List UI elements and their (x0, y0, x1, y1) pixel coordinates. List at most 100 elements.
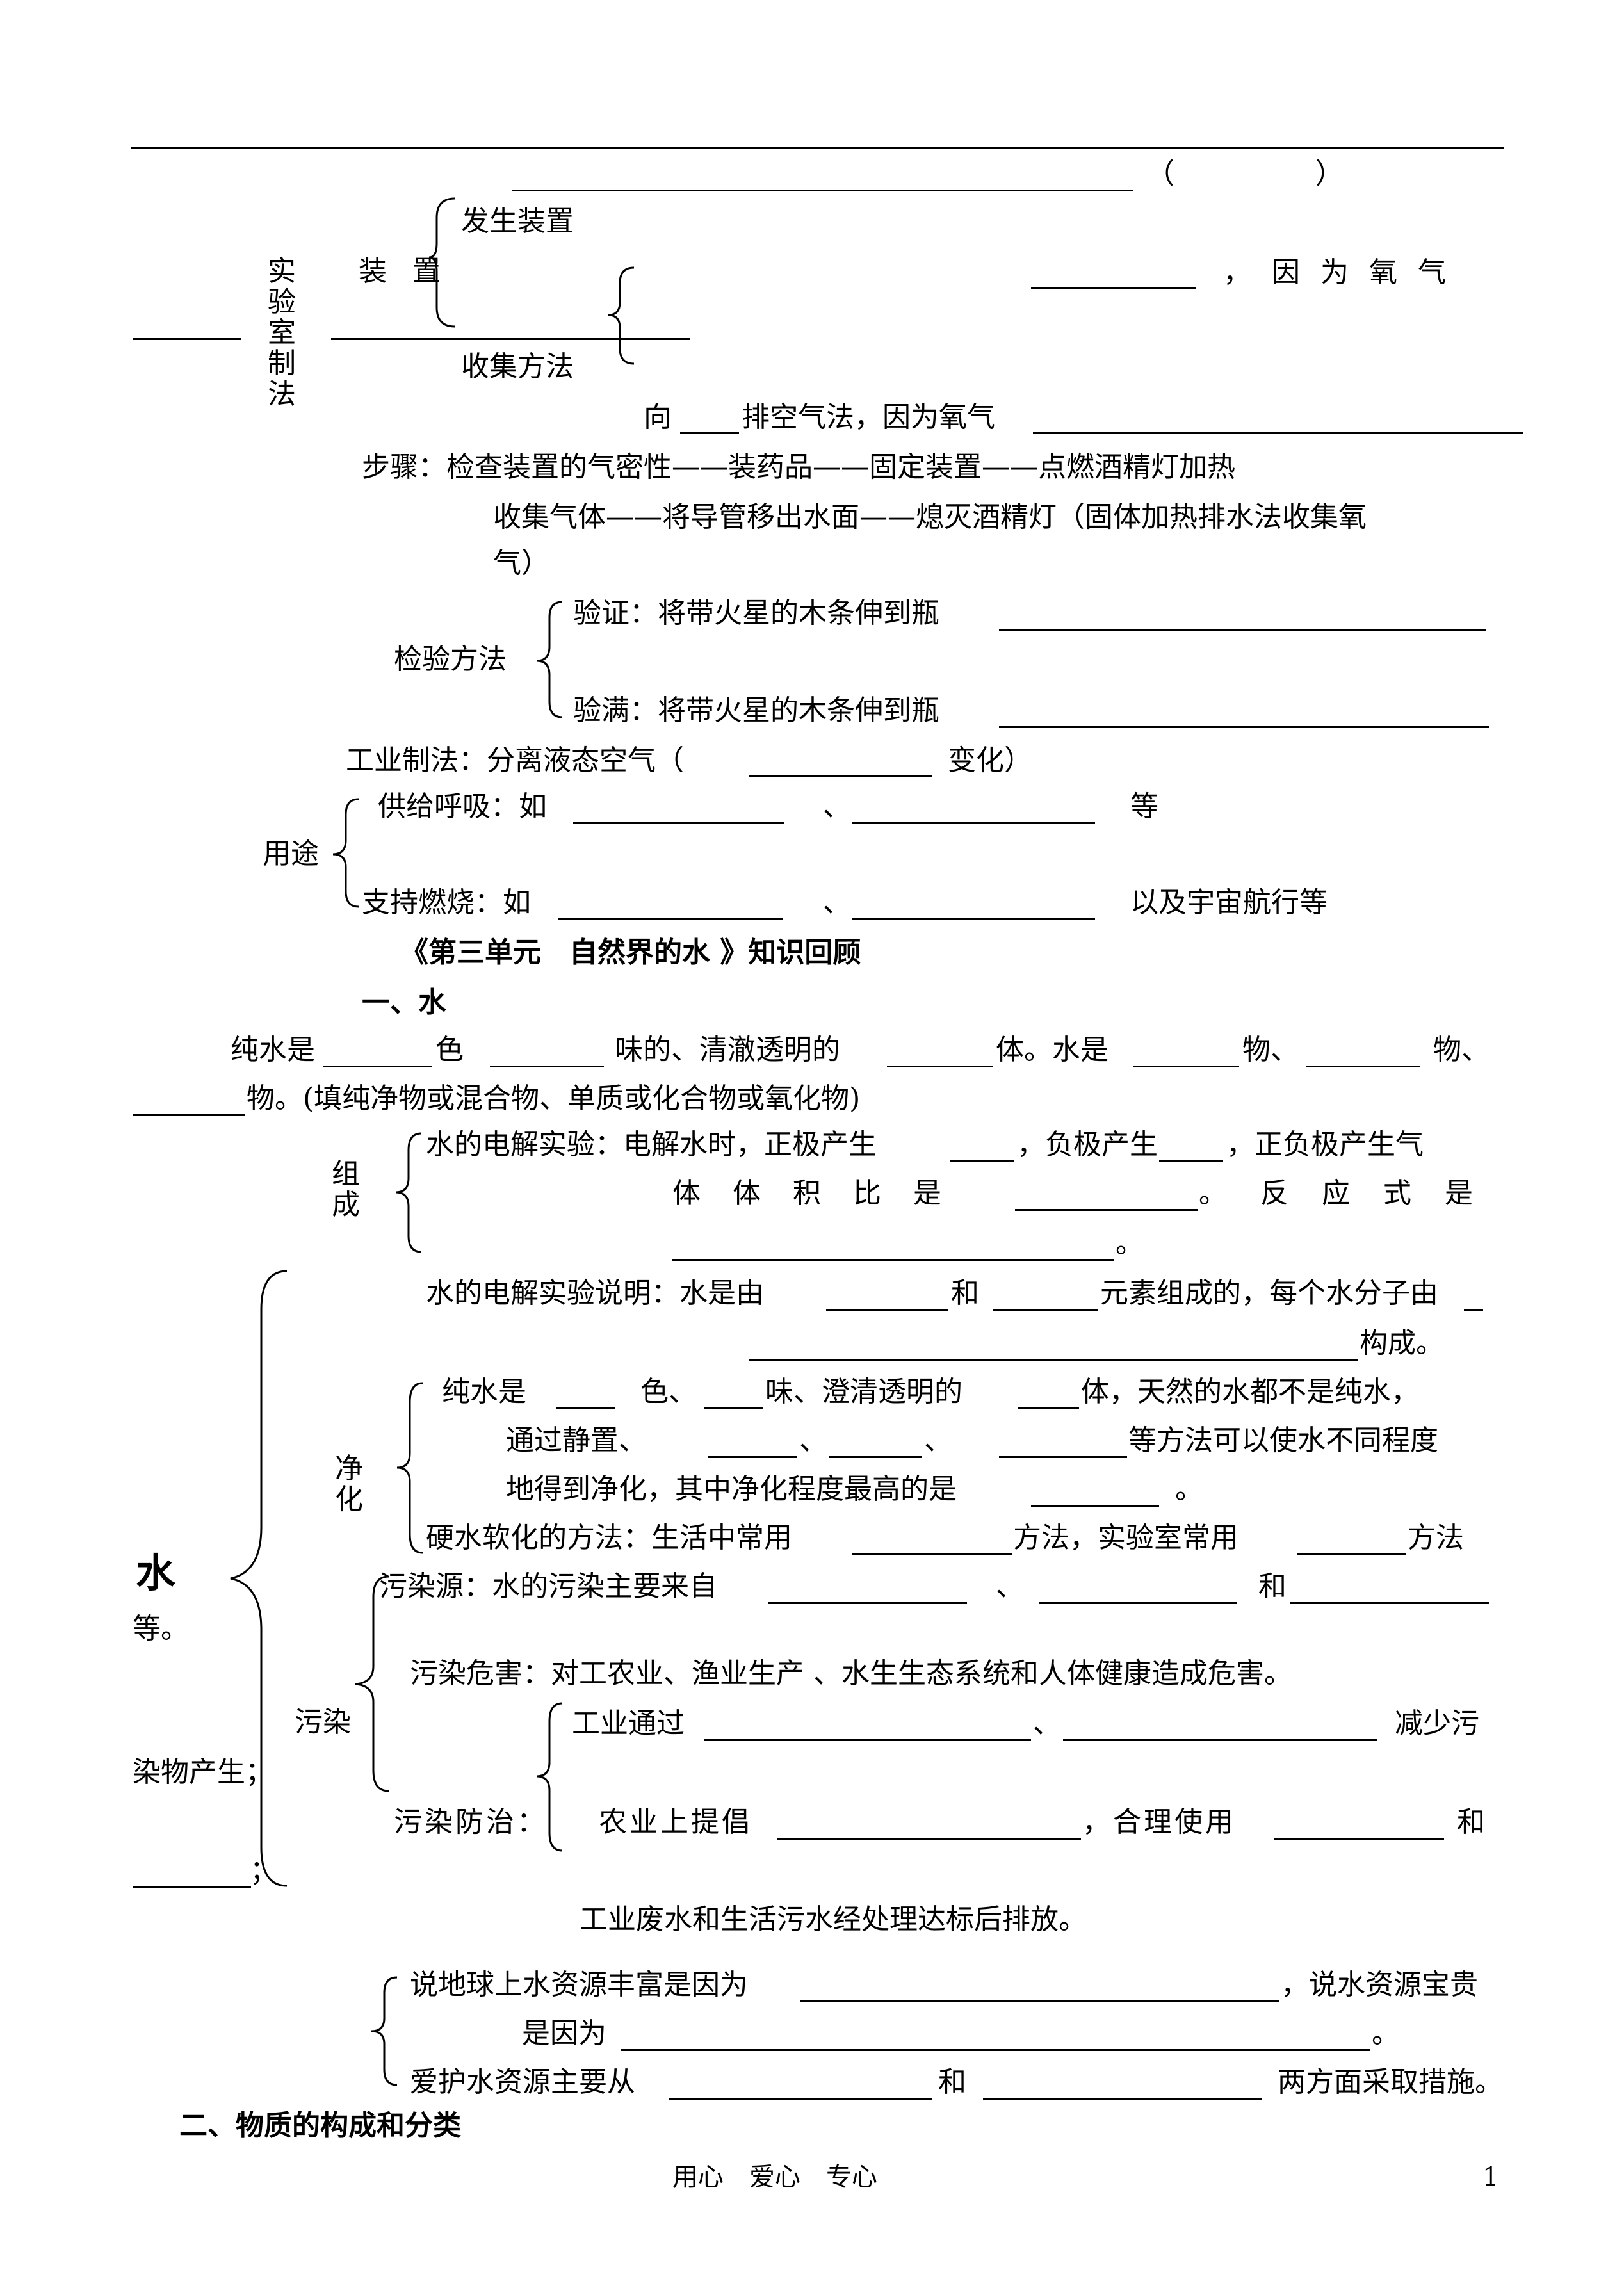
blank-line (704, 1739, 1031, 1741)
footer-motto: 用心 爱心 专心 (672, 2162, 877, 2192)
air-method-prefix: 向 (644, 401, 672, 434)
full-check-text: 验满：将带火星的木条伸到瓶 (573, 694, 939, 727)
unit-title: 《第三单元 自然界的水 》知识回顾 (400, 936, 861, 969)
collection-brace (608, 266, 635, 365)
steps-line-1: 步骤：检查装置的气密性——装药品——固定装置——点燃酒精灯加热 (362, 451, 1235, 483)
blank-line (704, 1407, 763, 1409)
pure-water-text: 色 (435, 1034, 464, 1066)
industry-control: 、 (1033, 1707, 1061, 1740)
resources-text: 爱护水资源主要从 (410, 2066, 635, 2098)
blank-line (749, 775, 932, 777)
blank-line (768, 1602, 967, 1604)
composition-label: 组成 (332, 1158, 360, 1221)
steps-line-3: 气） (493, 547, 549, 580)
blank-line (1306, 1066, 1420, 1067)
uses-label: 用途 (263, 838, 319, 870)
blank-line (1133, 1066, 1239, 1067)
wastewater-text: 工业废水和生活污水经处理达标后排放。 (580, 1903, 1087, 1936)
blank-line (1015, 1209, 1198, 1211)
blank-line (887, 1066, 993, 1067)
test-brace (536, 601, 563, 718)
water-brace (230, 1270, 288, 1887)
blank-line (708, 1456, 797, 1458)
breathing-text: 供给呼吸：如 (378, 790, 547, 823)
resources-text: 。 (1372, 2017, 1400, 2050)
electrolysis-text: 。反应式是 (1199, 1177, 1506, 1210)
blank-line (133, 1114, 245, 1116)
blank-line (829, 1456, 922, 1458)
purify-text: 方法，实验室常用 (1013, 1521, 1238, 1554)
purify-brace (396, 1382, 423, 1554)
comma-sep: 、 (823, 790, 851, 823)
pollution-harm: 污染危害：对工农业、渔业生产 、水生生态系统和人体健康造成危害。 (410, 1657, 1292, 1690)
header-rule (131, 147, 1504, 149)
blank-line (999, 726, 1489, 728)
blank-line (826, 1309, 948, 1311)
verify-text: 验证：将带火星的木条伸到瓶 (573, 597, 939, 629)
pure-water-text: 物。(填纯净物或混合物、单质或化合物或氧化物) (247, 1082, 861, 1115)
electrolysis-text: 和 (951, 1277, 979, 1310)
section-matter-heading: 二、物质的构成和分类 (179, 2109, 461, 2142)
blank-line (490, 1066, 604, 1067)
purify-text: 、 (924, 1424, 952, 1457)
purify-text: 体，天然的水都不是纯水， (1081, 1375, 1419, 1408)
blank-line (1031, 1505, 1159, 1507)
blank-line (680, 432, 739, 434)
purify-text: 硬水软化的方法：生活中常用 (426, 1521, 792, 1554)
combustion-text: 支持燃烧：如 (362, 886, 531, 919)
blank-line (777, 1838, 1081, 1840)
blank-line (1464, 1309, 1483, 1311)
blank-line (999, 629, 1486, 631)
blank-line (1033, 432, 1523, 434)
pollution-label: 污染 (295, 1706, 351, 1739)
left-margin-text: 染物产生； (133, 1756, 273, 1788)
blank-line (983, 2098, 1262, 2100)
blank-line (1274, 1838, 1444, 1840)
blank-line (749, 1359, 1358, 1361)
section-water-heading: 一、水 (362, 986, 446, 1019)
blank-line (672, 1259, 1114, 1261)
blank-line (852, 1553, 1012, 1555)
generator-brace (428, 197, 455, 328)
electrolysis-text: 水的电解实验：电解水时，正极产生 (426, 1128, 877, 1161)
electrolysis-text: 体体积比是 (672, 1177, 973, 1210)
steps-line-2: 收集气体——将导管移出水面——熄灭酒精灯（固体加热排水法收集氧 (493, 501, 1367, 533)
air-method-text: 排空气法，因为氧气 (742, 401, 995, 434)
blank-line (1297, 1553, 1406, 1555)
test-method-label: 检验方法 (394, 643, 507, 676)
etc-text: 等 (1130, 790, 1158, 823)
resources-text: 是因为 (522, 2017, 606, 2050)
control-label: 污染防治： (394, 1806, 548, 1838)
generator-label: 发生装置 (461, 205, 574, 238)
pollution-brace (355, 1575, 389, 1792)
blank-line (556, 1407, 615, 1409)
pollution-source: 、 (996, 1570, 1024, 1603)
resources-brace (371, 1976, 398, 2086)
left-margin-text: ； (250, 1854, 278, 1887)
blank-line (331, 338, 690, 340)
purify-text: 。 (1175, 1473, 1203, 1505)
blank-line (1159, 1160, 1223, 1162)
blank-line (558, 918, 783, 920)
blank-line (621, 2049, 1370, 2051)
agriculture-control: 农业上提倡 (599, 1806, 752, 1838)
etc-text: 等。 (133, 1612, 189, 1645)
blank-line (999, 1456, 1127, 1458)
purify-text: 色、 (640, 1375, 697, 1408)
pure-water-text: 物、 (1242, 1034, 1299, 1066)
blank-line (512, 190, 1133, 191)
resources-text: 说地球上水资源丰富是因为 (410, 1968, 748, 2001)
purify-text: 味、澄清透明的 (765, 1375, 962, 1408)
purify-label: 净化 (335, 1452, 363, 1516)
pollution-source: 污染源：水的污染主要来自 (379, 1570, 717, 1603)
pure-water-text: 物、 (1433, 1034, 1490, 1066)
purify-text: 方法 (1408, 1521, 1464, 1554)
purify-text: 等方法可以使水不同程度 (1128, 1424, 1438, 1457)
blank-line (669, 2098, 932, 2100)
control-brace (536, 1702, 563, 1852)
pure-water-text: 味的、清澈透明的 (615, 1034, 840, 1066)
paren-blank: （ ） (1146, 158, 1344, 190)
big-water-label: 水 (136, 1550, 176, 1596)
composition-brace (395, 1132, 422, 1253)
